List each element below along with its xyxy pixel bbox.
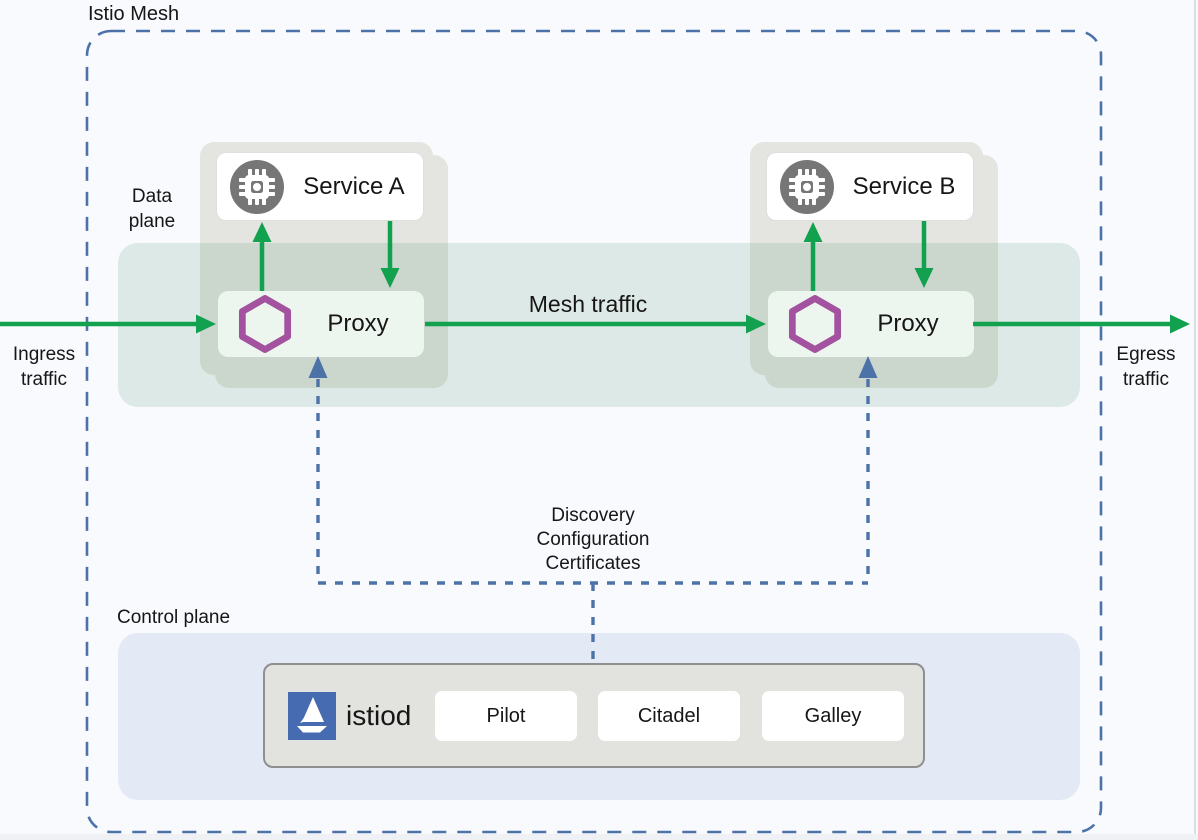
istiod-channel-label: Discovery Configuration Certificates <box>536 505 650 574</box>
component-pilot: Pilot <box>435 691 577 741</box>
mesh-traffic-label: Mesh traffic <box>528 291 648 317</box>
proxy-a-label: Proxy <box>327 310 389 337</box>
proxy-a-node: Proxy <box>218 291 424 357</box>
control-plane-label: Control plane <box>117 607 231 628</box>
component-citadel-label: Citadel <box>637 704 701 727</box>
service-b-label: Service B <box>852 172 956 200</box>
data-plane-label: Data plane <box>128 186 176 232</box>
service-a-label: Service A <box>303 172 405 200</box>
hexagon-icon <box>238 295 292 353</box>
istio-sail-icon <box>288 692 336 740</box>
component-galley-label: Galley <box>804 704 862 727</box>
cpu-chip-icon <box>229 159 285 215</box>
ingress-traffic-label: Ingress traffic <box>12 344 76 390</box>
window-bottom-edge <box>0 834 1198 840</box>
service-b-node: Service B <box>767 153 973 220</box>
mesh-title: Istio Mesh <box>88 3 180 25</box>
hexagon-icon <box>788 295 842 353</box>
service-a-node: Service A <box>217 153 423 220</box>
istiod-label: istiod <box>346 700 412 731</box>
egress-traffic-label: Egress traffic <box>1116 344 1176 390</box>
component-galley: Galley <box>762 691 904 741</box>
proxy-b-node: Proxy <box>768 291 974 357</box>
component-citadel: Citadel <box>598 691 740 741</box>
cpu-chip-icon <box>779 159 835 215</box>
component-pilot-label: Pilot <box>486 704 526 727</box>
proxy-b-label: Proxy <box>877 310 939 337</box>
window-right-edge <box>1194 0 1196 840</box>
